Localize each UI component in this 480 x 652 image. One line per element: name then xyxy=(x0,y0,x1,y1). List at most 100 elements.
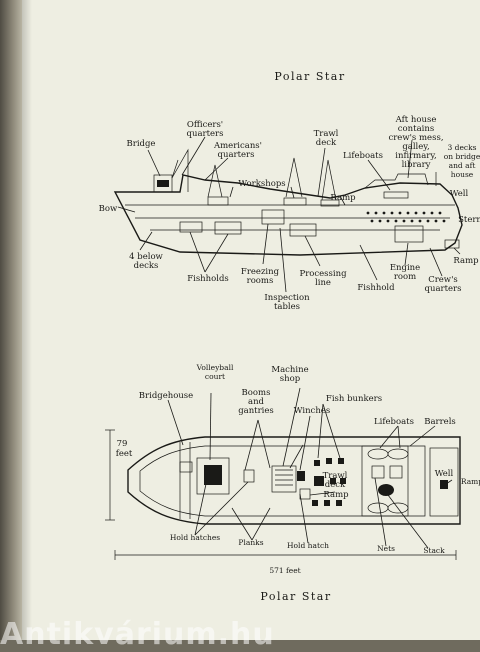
side-hull xyxy=(113,174,463,256)
label-decks-2: on bridge xyxy=(444,152,480,161)
side-lifeboat xyxy=(383,191,409,199)
label-decks-1: 3 decks xyxy=(448,143,477,152)
label-engine-room: Engine xyxy=(390,263,420,273)
top-well-area xyxy=(429,447,459,517)
top-lifeboat-2 xyxy=(387,448,409,460)
top-trawl-deck xyxy=(271,465,297,493)
top-hull xyxy=(127,436,461,525)
label-lifeboats: Lifeboats xyxy=(343,151,383,161)
label-officers-quarters: Officers' xyxy=(187,120,223,130)
label-fishhold: Fishhold xyxy=(357,283,395,293)
top-inner-deck xyxy=(139,445,426,517)
label-trawl-deck-2: deck xyxy=(316,138,337,148)
side-aft-house xyxy=(364,173,429,189)
watermark-text: Antikvárium.hu xyxy=(0,617,275,652)
label-aft-house-2: contains xyxy=(398,124,434,134)
top-stack xyxy=(378,484,394,496)
label-fish-bunkers: Fish bunkers xyxy=(326,394,382,404)
top-hatch-2 xyxy=(243,469,255,483)
label-booms: Booms xyxy=(242,388,271,398)
label-width-feet: feet xyxy=(116,449,133,459)
label-volleyball-court: Volleyball xyxy=(196,363,234,372)
label-workshops: Workshops xyxy=(238,179,285,189)
label-booms-2: and xyxy=(248,397,265,407)
label-below-decks-2: decks xyxy=(134,261,159,271)
top-small-box-1 xyxy=(179,461,193,473)
top-lifeboat-4 xyxy=(387,502,409,514)
label-nets: Nets xyxy=(377,544,395,553)
label-bow: Bow xyxy=(99,204,118,214)
side-workshop-block xyxy=(207,196,229,206)
top-net-2 xyxy=(389,465,403,479)
side-ramp-low xyxy=(444,239,460,249)
side-boom-2 xyxy=(207,164,223,198)
label-decks-4: house xyxy=(451,170,474,179)
label-stern: Stern xyxy=(458,215,480,225)
label-trawl-deck-top-2: deck xyxy=(325,480,346,490)
side-freezer xyxy=(261,209,285,225)
label-below-decks: 4 below xyxy=(129,252,163,262)
top-view: Volleyball court Machine shop Bridgehous… xyxy=(105,363,480,575)
label-aft-house-1: Aft house xyxy=(395,115,437,125)
label-inspection-tables: Inspection xyxy=(264,293,310,303)
top-net-1 xyxy=(371,465,385,479)
page-shadow xyxy=(22,0,32,640)
label-freezing-rooms-2: rooms xyxy=(247,276,274,286)
label-volleyball-court-2: court xyxy=(205,372,225,381)
side-engine-room xyxy=(394,225,424,243)
label-stack: Stack xyxy=(423,546,445,555)
book-page xyxy=(22,0,480,640)
label-length: 571 feet xyxy=(269,566,300,575)
top-winch-block xyxy=(297,471,305,481)
label-fishholds: Fishholds xyxy=(187,274,229,284)
label-inspection-tables-2: tables xyxy=(274,302,300,312)
title-top: Polar Star xyxy=(274,70,345,83)
label-ramp-low: Ramp xyxy=(453,256,479,266)
top-hatch-1 xyxy=(204,465,222,485)
label-officers-quarters-2: quarters xyxy=(187,129,224,139)
label-barrels: Barrels xyxy=(424,417,456,427)
label-hold-hatch: Hold hatch xyxy=(287,541,329,550)
side-boom-1b xyxy=(171,159,179,179)
side-processing xyxy=(289,223,317,237)
label-aft-house-6: library xyxy=(402,160,431,170)
label-aft-house-3: crew's mess, xyxy=(388,133,443,143)
label-bridge: Bridge xyxy=(127,139,156,149)
top-fish-bunkers xyxy=(312,458,346,506)
label-trawl-deck-top: Trawl xyxy=(323,471,348,481)
label-ramp-top: Ramp xyxy=(323,490,349,500)
title-bottom: Polar Star xyxy=(260,590,331,603)
side-mast-4 xyxy=(321,159,337,201)
label-ramp-right: Ramp xyxy=(461,477,480,486)
label-hold-hatches: Hold hatches xyxy=(170,533,220,542)
top-aft-house xyxy=(361,445,409,517)
label-well-top: Well xyxy=(435,469,454,479)
side-mast-3 xyxy=(285,157,303,198)
label-americans-quarters: Americans' xyxy=(213,141,262,151)
label-processing-line-2: line xyxy=(315,278,331,288)
top-volleyball-court xyxy=(196,457,230,495)
side-fishhold-1 xyxy=(179,221,203,233)
side-portholes xyxy=(366,211,446,223)
label-ramp: Ramp xyxy=(330,193,356,203)
label-aft-house-4: galley, xyxy=(402,142,429,152)
label-lifeboats-top: Lifeboats xyxy=(374,417,414,427)
label-winches: Winches xyxy=(294,406,330,416)
label-aft-house-5: infirmary, xyxy=(395,151,437,161)
side-bridge xyxy=(153,174,173,193)
label-width-79: 79 xyxy=(117,439,128,449)
side-boom-1 xyxy=(171,148,189,192)
label-trawl-deck: Trawl xyxy=(314,129,339,139)
label-bridgehouse: Bridgehouse xyxy=(139,391,193,401)
label-booms-3: gantries xyxy=(238,406,274,416)
label-decks-3: and aft xyxy=(449,161,476,170)
side-bridge-windows xyxy=(157,180,169,187)
book-spine xyxy=(0,0,22,640)
label-crews-quarters-2: quarters xyxy=(425,284,462,294)
top-well xyxy=(440,480,448,489)
top-ramp-block xyxy=(299,488,311,500)
label-processing-line: Processing xyxy=(299,269,347,279)
label-crews-quarters: Crew's xyxy=(428,275,458,285)
side-block-2 xyxy=(283,197,307,206)
